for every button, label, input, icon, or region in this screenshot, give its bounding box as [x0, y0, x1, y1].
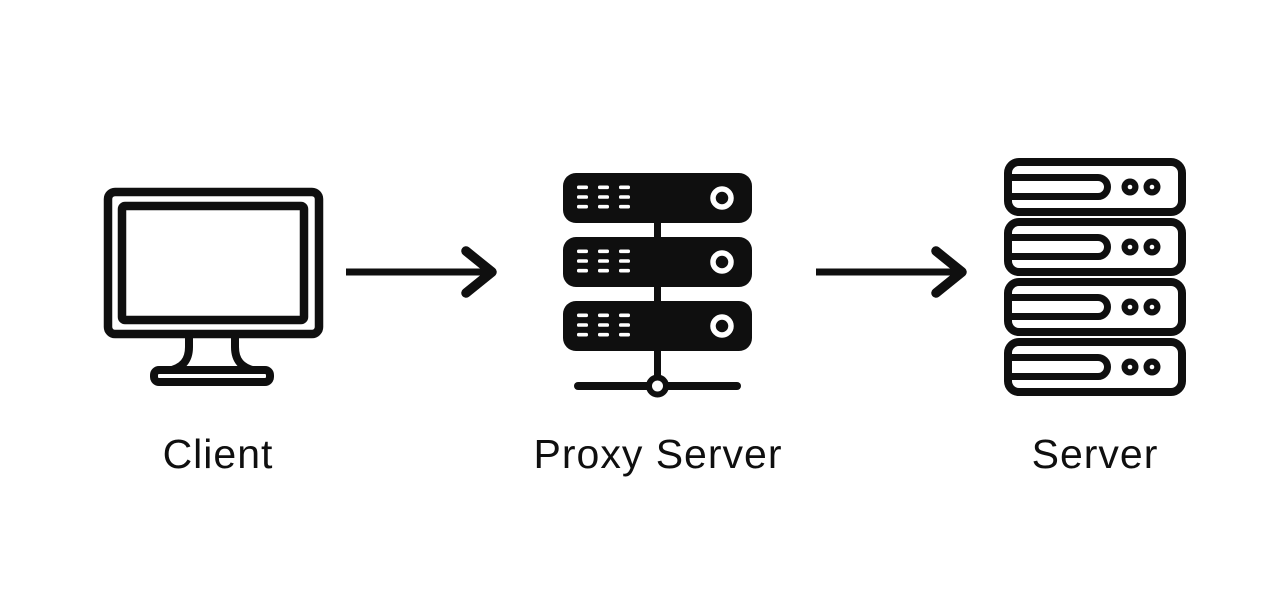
- rack-units: [1004, 158, 1186, 396]
- connection-proxy-server: [810, 244, 970, 300]
- server-rack-icon: [1004, 158, 1186, 396]
- node-client: [100, 180, 330, 392]
- connection-client-proxy: [340, 244, 500, 300]
- proxy-server-icon: [563, 173, 752, 398]
- node-server: [1004, 158, 1188, 398]
- proxy-unit: [563, 301, 752, 351]
- node-label-proxy-server: Proxy Server: [533, 431, 783, 477]
- proxy-ground-node: [646, 374, 669, 398]
- rack-unit-slot: [1012, 354, 1111, 380]
- proxy-unit-light: [710, 314, 734, 338]
- rack-unit: [1004, 278, 1186, 336]
- monitor-icon: [103, 187, 324, 386]
- monitor-stand-base: [150, 366, 274, 386]
- proxy-units: [563, 173, 752, 351]
- rack-unit-slot: [1012, 294, 1111, 320]
- rack-unit: [1004, 338, 1186, 396]
- node-label-client: Client: [162, 431, 274, 477]
- right-arrow-icon: [346, 246, 497, 298]
- right-arrow-icon: [816, 246, 967, 298]
- rack-unit: [1004, 218, 1186, 276]
- node-label-server: Server: [1031, 431, 1159, 477]
- node-proxy-server: [558, 168, 758, 400]
- rack-unit: [1004, 158, 1186, 216]
- proxy-unit: [563, 237, 752, 287]
- proxy-unit-light: [710, 186, 734, 210]
- rack-unit-slot: [1012, 234, 1111, 260]
- rack-unit-slot: [1012, 174, 1111, 200]
- proxy-unit-light: [710, 250, 734, 274]
- monitor-screen: [117, 201, 309, 325]
- proxy-unit: [563, 173, 752, 223]
